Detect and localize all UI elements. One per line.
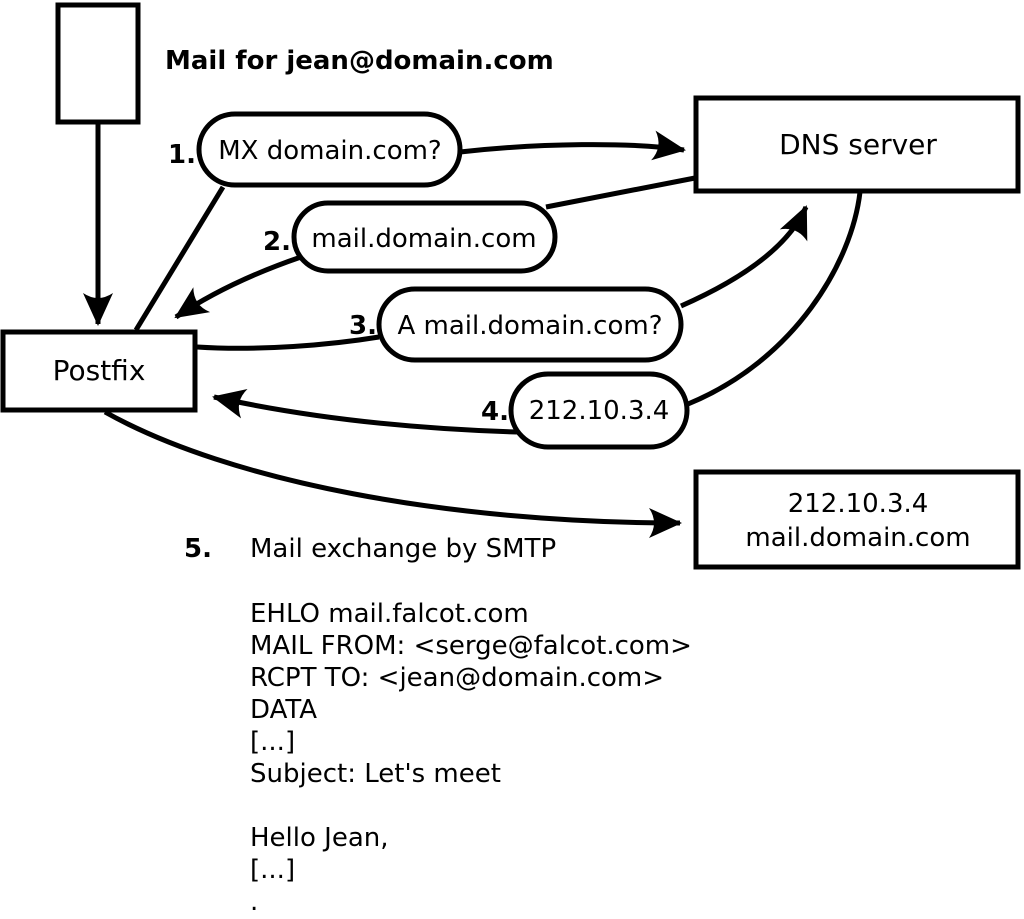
- mail-server-node: [693, 469, 1021, 570]
- mail-server-host-label: mail.domain.com: [745, 523, 970, 553]
- transcript-line: [...]: [250, 727, 295, 757]
- transcript-line: MAIL FROM: <serge@falcot.com>: [250, 631, 692, 661]
- dns-server-label: DNS server: [779, 128, 937, 161]
- arrow-postfix-to-mail-server: [103, 409, 682, 538]
- dns-server-node: [693, 95, 1021, 194]
- transcript-line: DATA: [250, 695, 317, 725]
- pill-a-query: [376, 286, 684, 363]
- arrow-mx-answer-to-postfix: [174, 254, 302, 320]
- edge-dns-to-mx-answer: [545, 175, 696, 210]
- step-2-number: 2.: [263, 227, 291, 257]
- transcript-line: [...]: [250, 855, 295, 885]
- transcript-line: EHLO mail.falcot.com: [250, 599, 529, 629]
- step-5-number: 5.: [184, 534, 212, 564]
- step-3-number: 3.: [349, 311, 377, 341]
- edge-postfix-to-mx-query: [133, 185, 226, 332]
- edge-dns-to-a-answer: [687, 191, 863, 407]
- mail-message-icon: [55, 2, 141, 125]
- mail-server-ip-label: 212.10.3.4: [788, 489, 929, 519]
- pill-a-answer-label: 212.10.3.4: [529, 396, 670, 426]
- diagram-title: Mail for jean@domain.com: [165, 46, 554, 76]
- arrow-a-query-to-dns: [679, 205, 809, 309]
- step-5-label: Mail exchange by SMTP: [250, 534, 556, 564]
- pill-mx-answer: [291, 200, 558, 274]
- pill-a-answer: [508, 371, 690, 450]
- smtp-transcript: EHLO mail.falcot.com MAIL FROM: <serge@f…: [250, 599, 692, 917]
- pill-a-query-label: A mail.domain.com?: [398, 311, 663, 341]
- arrow-a-answer-to-postfix: [212, 389, 518, 435]
- transcript-line: .: [250, 887, 258, 917]
- edge-postfix-to-a-query: [196, 334, 380, 351]
- postfix-node: [0, 329, 198, 413]
- pill-mx-answer-label: mail.domain.com: [311, 224, 536, 254]
- transcript-line: Hello Jean,: [250, 823, 389, 853]
- step-1-number: 1.: [168, 140, 196, 170]
- arrow-mx-query-to-dns: [459, 130, 686, 161]
- transcript-line: RCPT TO: <jean@domain.com>: [250, 663, 664, 693]
- transcript-line: Subject: Let's meet: [250, 759, 501, 789]
- step-4-number: 4.: [481, 397, 509, 427]
- postfix-label: Postfix: [53, 354, 146, 387]
- pill-mx-query: [196, 111, 463, 188]
- pill-mx-query-label: MX domain.com?: [218, 136, 441, 166]
